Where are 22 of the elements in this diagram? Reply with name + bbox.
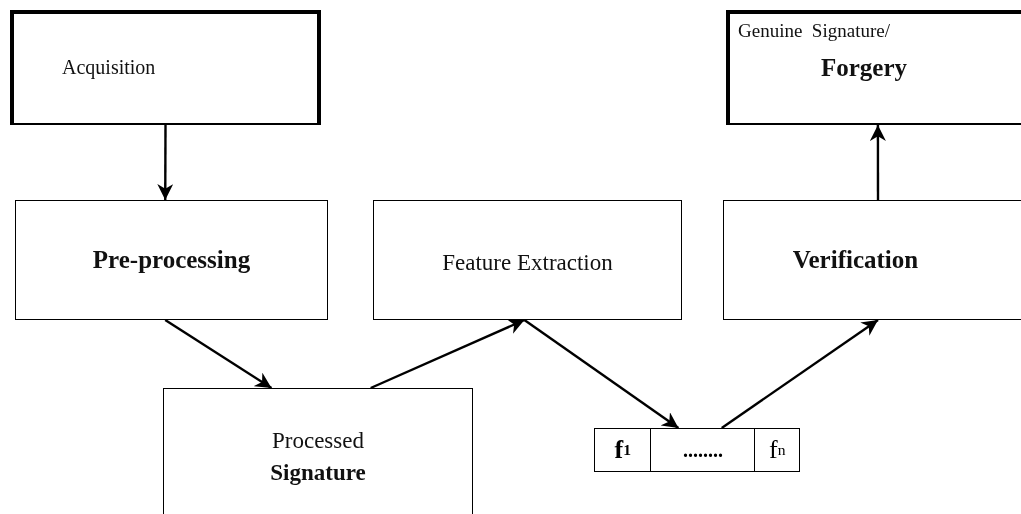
process-box [15, 200, 328, 320]
arrow [164, 319, 273, 389]
box-label: Processed [272, 427, 364, 454]
arrow [869, 125, 886, 200]
process-box [10, 10, 321, 125]
arrow [370, 318, 525, 390]
arrow [523, 319, 680, 429]
process-box [373, 200, 682, 320]
box-label: Acquisition [62, 56, 156, 79]
vector-entry: ........ [650, 429, 755, 471]
feature-vector [594, 428, 800, 472]
process-box [726, 10, 1021, 125]
box-label: Pre-processing [92, 245, 251, 275]
box-label: Verification [792, 245, 919, 275]
box-label: Genuine Signature/ [738, 20, 890, 42]
box-label: Signature [270, 460, 366, 487]
arrow [157, 125, 174, 200]
box-label: Forgery [821, 53, 908, 83]
box-label: Feature Extraction [442, 249, 613, 277]
process-box [723, 200, 1021, 320]
arrow [721, 319, 879, 429]
process-box [163, 388, 473, 514]
